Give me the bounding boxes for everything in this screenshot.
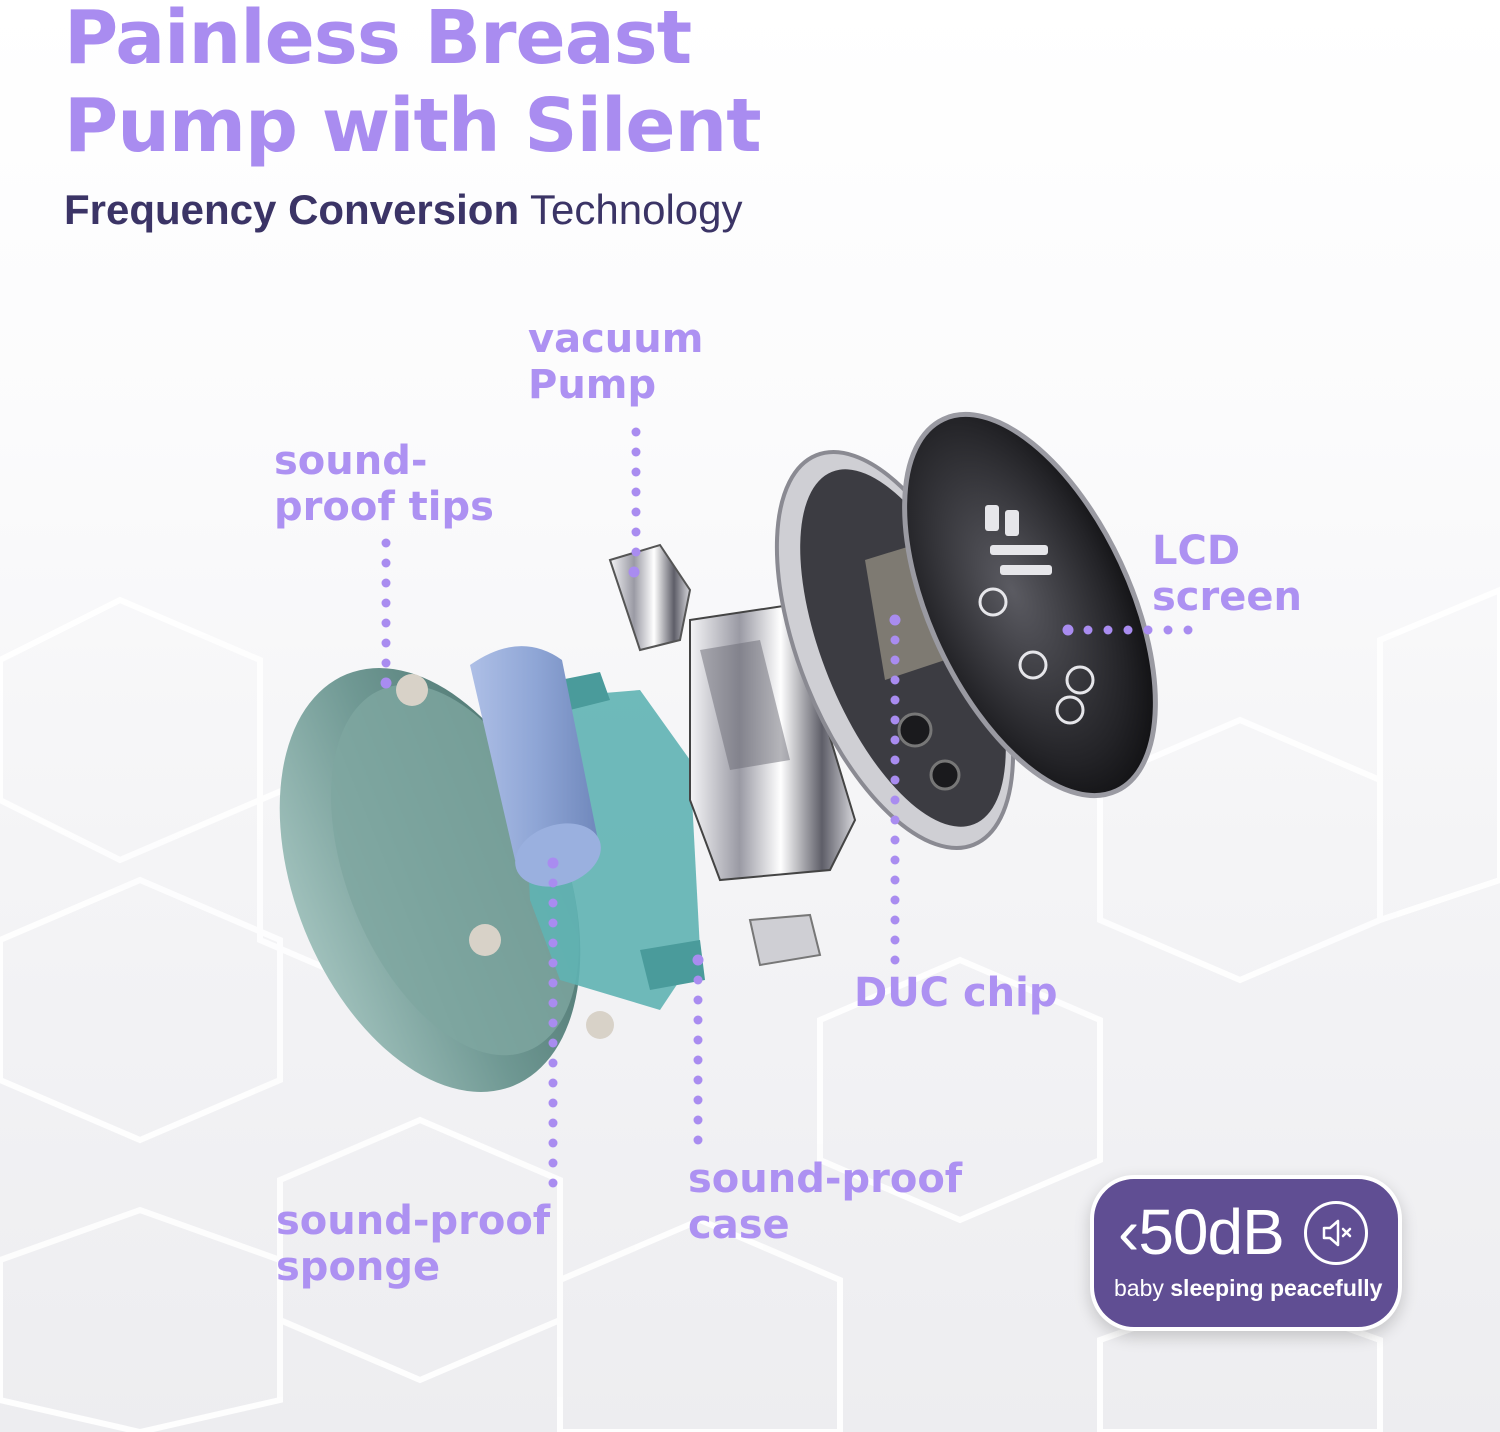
speaker-mute-icon (1304, 1201, 1368, 1265)
control-discs (774, 411, 1158, 850)
blue-sponge-cylinder (470, 646, 601, 887)
caption-suffix: peacefully (1263, 1275, 1383, 1301)
leader-soundproof-tips (380, 538, 392, 689)
noise-level-badge: ‹50dB baby sleeping peacefully (1090, 1175, 1402, 1331)
title-line-2: Pump with Silent (64, 83, 762, 169)
label-lcd-screen: LCD screen (1152, 528, 1302, 620)
subtitle-regular: Technology (530, 186, 743, 233)
title-line-1: Painless Breast (64, 0, 692, 81)
label-duc-chip: DUC chip (854, 970, 1058, 1016)
leader-duc-chip (889, 614, 901, 965)
noise-level-value: ‹50dB (1118, 1196, 1285, 1268)
caption-bold: sleeping (1170, 1275, 1264, 1301)
label-soundproof-tips: sound- proof tips (274, 438, 494, 530)
caption-prefix: baby (1114, 1275, 1171, 1301)
noise-level-caption: baby sleeping peacefully (1114, 1275, 1382, 1302)
subtitle-bold: Frequency Conversion (64, 186, 520, 233)
leader-soundproof-sponge (547, 857, 559, 1188)
leader-soundproof-case (692, 954, 704, 1145)
page-subtitle: Frequency Conversion Technology (64, 186, 743, 234)
leader-lcd-screen (1062, 624, 1193, 636)
label-vacuum-pump: vacuum Pump (528, 316, 704, 408)
leader-vacuum-pump (628, 427, 641, 578)
label-soundproof-sponge: sound-proof sponge (276, 1198, 551, 1290)
label-soundproof-case: sound-proof case (688, 1156, 963, 1248)
